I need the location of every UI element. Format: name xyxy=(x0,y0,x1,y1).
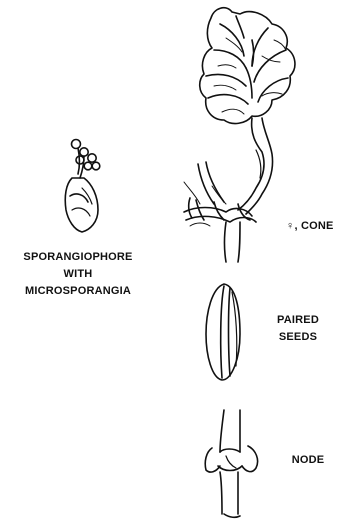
sporangiophore-drawing xyxy=(65,140,100,233)
label-paired-seeds: PAIRED SEEDS xyxy=(266,312,330,346)
label-sporangiophore-line-1: SPORANGIOPHORE xyxy=(4,249,152,266)
node-drawing xyxy=(205,410,257,517)
label-sporangiophore: SPORANGIOPHORE WITH MICROSPORANGIA xyxy=(4,249,152,300)
label-sporangiophore-line-2: WITH xyxy=(4,266,152,283)
label-seeds-line-2: SEEDS xyxy=(266,329,330,346)
paired-seeds-drawing xyxy=(206,284,240,380)
label-sporangiophore-line-3: MICROSPORANGIA xyxy=(4,283,152,300)
label-seeds-line-1: PAIRED xyxy=(266,312,330,329)
label-node: NODE xyxy=(280,452,336,469)
female-cone-drawing xyxy=(184,8,295,262)
label-female-cone: ♀, CONE xyxy=(286,218,334,235)
